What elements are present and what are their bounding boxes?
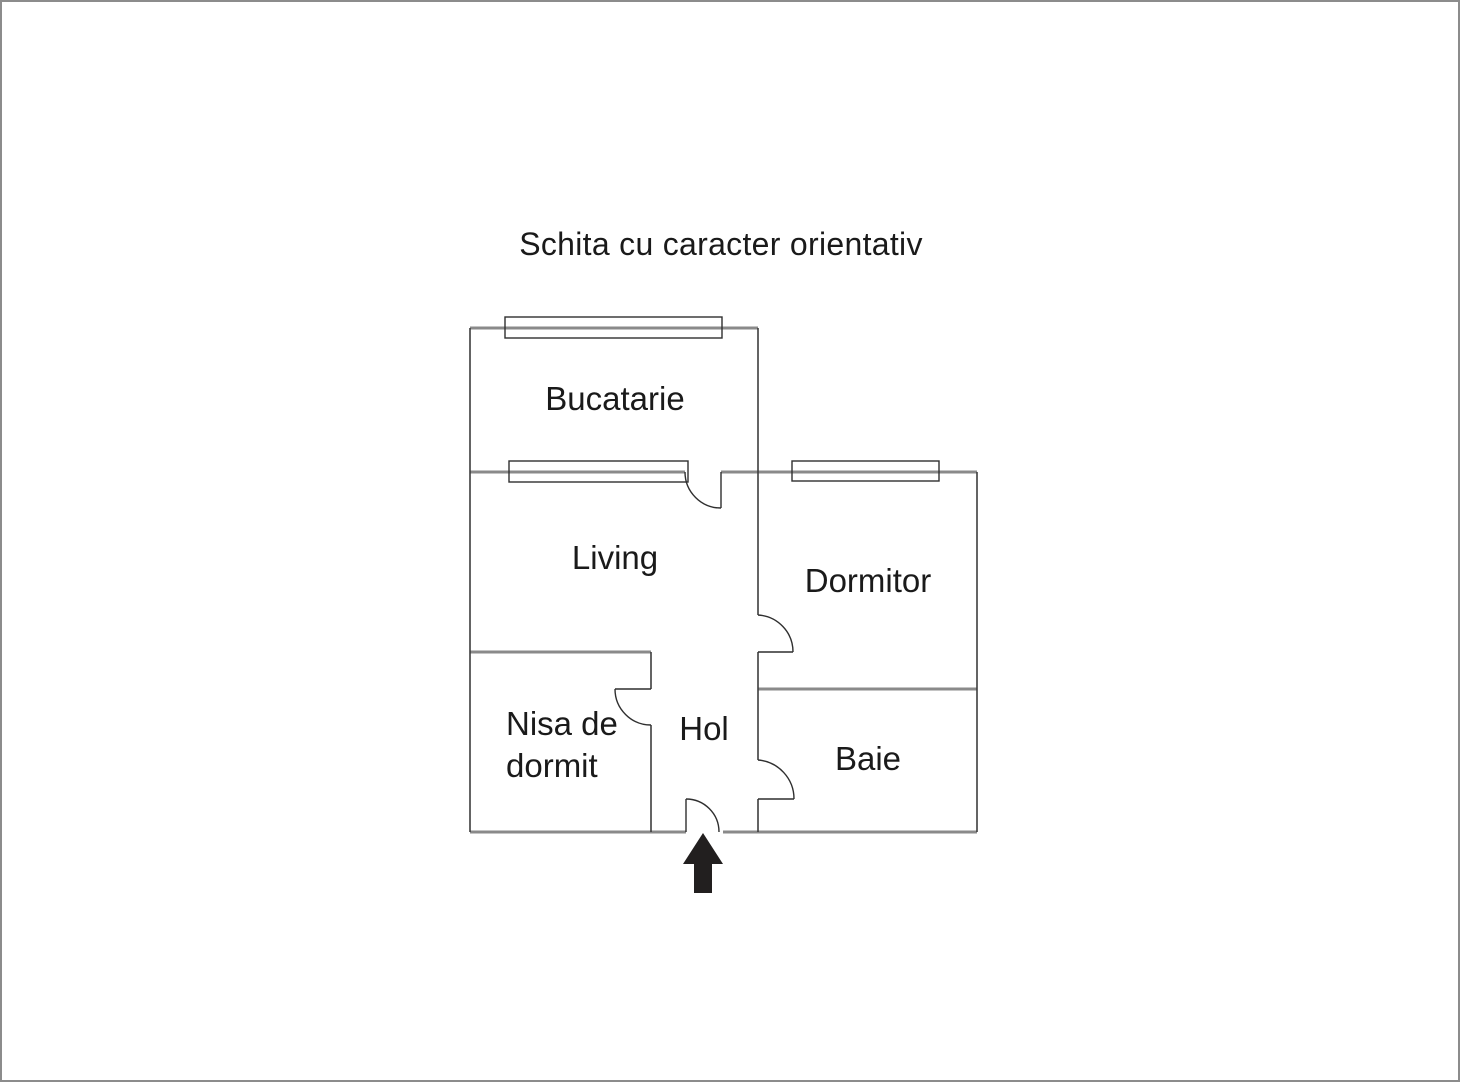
window-dormitor [791,460,940,482]
room-label-nisa-de-dormit: Nisa de dormit [506,705,618,784]
doors [614,471,795,833]
partition-walls [469,328,978,832]
entrance-arrow-icon [683,833,723,893]
windows [504,316,940,483]
main-walls [470,326,977,834]
door-nisa-arc [614,688,652,726]
door-dormitor-arc [757,614,794,653]
door-living-arc [684,471,722,509]
room-label-hol: Hol [679,710,729,747]
room-label-bucatarie: Bucatarie [545,380,685,417]
window-bucatarie [504,316,723,339]
door-baie-arc [757,759,795,800]
room-label-dormitor: Dormitor [804,562,932,599]
window-living [508,460,689,483]
room-label-baie: Baie [834,740,902,777]
plan-title: Schita cu caracter orientativ [519,226,923,262]
room-label-living: Living [571,539,659,576]
door-entrance-arc [685,798,720,833]
